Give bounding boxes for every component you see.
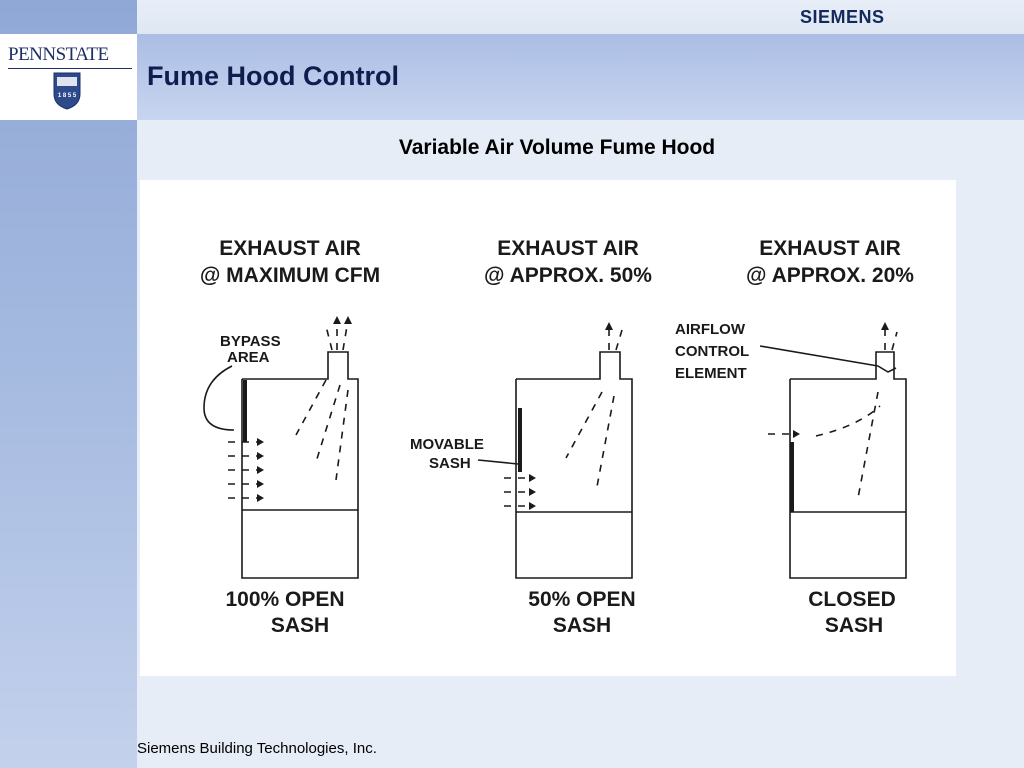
airflow-control-element [877, 365, 897, 373]
footer-text: Siemens Building Technologies, Inc. [137, 740, 377, 757]
panel-full-open: EXHAUST AIR @ MAXIMUM CFM BYPASS AREA 10… [200, 237, 380, 637]
panel2-callout-line2: SASH [429, 455, 471, 472]
slide-title: Fume Hood Control [147, 61, 399, 91]
panel1-bottom-line1: 100% OPEN [225, 588, 344, 611]
panel-half-open: EXHAUST AIR @ APPROX. 50% MOVABLE SASH 5… [410, 237, 652, 637]
panel2-callout-leader [477, 459, 519, 465]
panel3-callout-line1: AIRFLOW [675, 321, 746, 338]
panel2-internal-flow [565, 391, 615, 493]
left-sidebar-band [0, 0, 137, 768]
diagram-subtitle: Variable Air Volume Fume Hood [398, 136, 716, 159]
panel1-callout-leader [203, 365, 235, 431]
panel2-intake-arrows [504, 477, 534, 507]
fume-hood-figure: EXHAUST AIR @ MAXIMUM CFM BYPASS AREA 10… [140, 180, 956, 676]
panel2-exhaust-arrows [608, 328, 623, 351]
panel1-callout-line2: AREA [227, 349, 270, 366]
panel1-top-line1: EXHAUST AIR [219, 237, 361, 260]
pennstate-logo-text: PENNSTATE [8, 44, 109, 65]
logo-year: 1 8 5 5 [58, 93, 77, 99]
panel3-top-line2: @ APPROX. 20% [746, 264, 914, 287]
panel2-hood-outline [515, 351, 633, 579]
panel1-internal-flow [295, 379, 349, 481]
panel2-bottom-line1: 50% OPEN [528, 588, 635, 611]
title-band [137, 34, 1024, 120]
panel1-bottom-line2: SASH [271, 614, 329, 637]
logo-divider [8, 68, 132, 69]
panel2-top-line1: EXHAUST AIR [497, 237, 639, 260]
panel3-callout-line2: CONTROL [675, 343, 749, 360]
fume-hood-diagram: EXHAUST AIR @ MAXIMUM CFM BYPASS AREA 10… [200, 237, 914, 637]
panel-closed: EXHAUST AIR @ APPROX. 20% AIRFLOW CONTRO… [675, 237, 914, 637]
panel1-top-line2: @ MAXIMUM CFM [200, 264, 380, 287]
panel3-internal-flow [768, 391, 881, 499]
panel1-callout-line1: BYPASS [220, 333, 281, 350]
panel3-exhaust-arrows [884, 328, 898, 351]
panel1-sash [243, 380, 247, 442]
panel3-callout-leader [759, 345, 879, 367]
panel3-callout-line3: ELEMENT [675, 365, 747, 382]
panel1-exhaust-arrows [325, 319, 349, 351]
panel1-hood-outline [241, 351, 359, 579]
panel3-bottom-line2: SASH [825, 614, 883, 637]
panel3-top-line1: EXHAUST AIR [759, 237, 901, 260]
siemens-logo-text: SIEMENS [800, 7, 885, 27]
panel1-intake-arrows [228, 441, 262, 499]
panel3-bottom-line1: CLOSED [808, 588, 896, 611]
panel2-top-line2: @ APPROX. 50% [484, 264, 652, 287]
top-band [137, 0, 1024, 34]
panel2-bottom-line2: SASH [553, 614, 611, 637]
panel2-callout-line1: MOVABLE [410, 436, 484, 453]
panel3-hood-outline [789, 351, 907, 579]
panel2-sash [518, 408, 522, 472]
panel3-sash [790, 442, 794, 512]
shield-icon: 1 8 5 5 [53, 72, 81, 110]
